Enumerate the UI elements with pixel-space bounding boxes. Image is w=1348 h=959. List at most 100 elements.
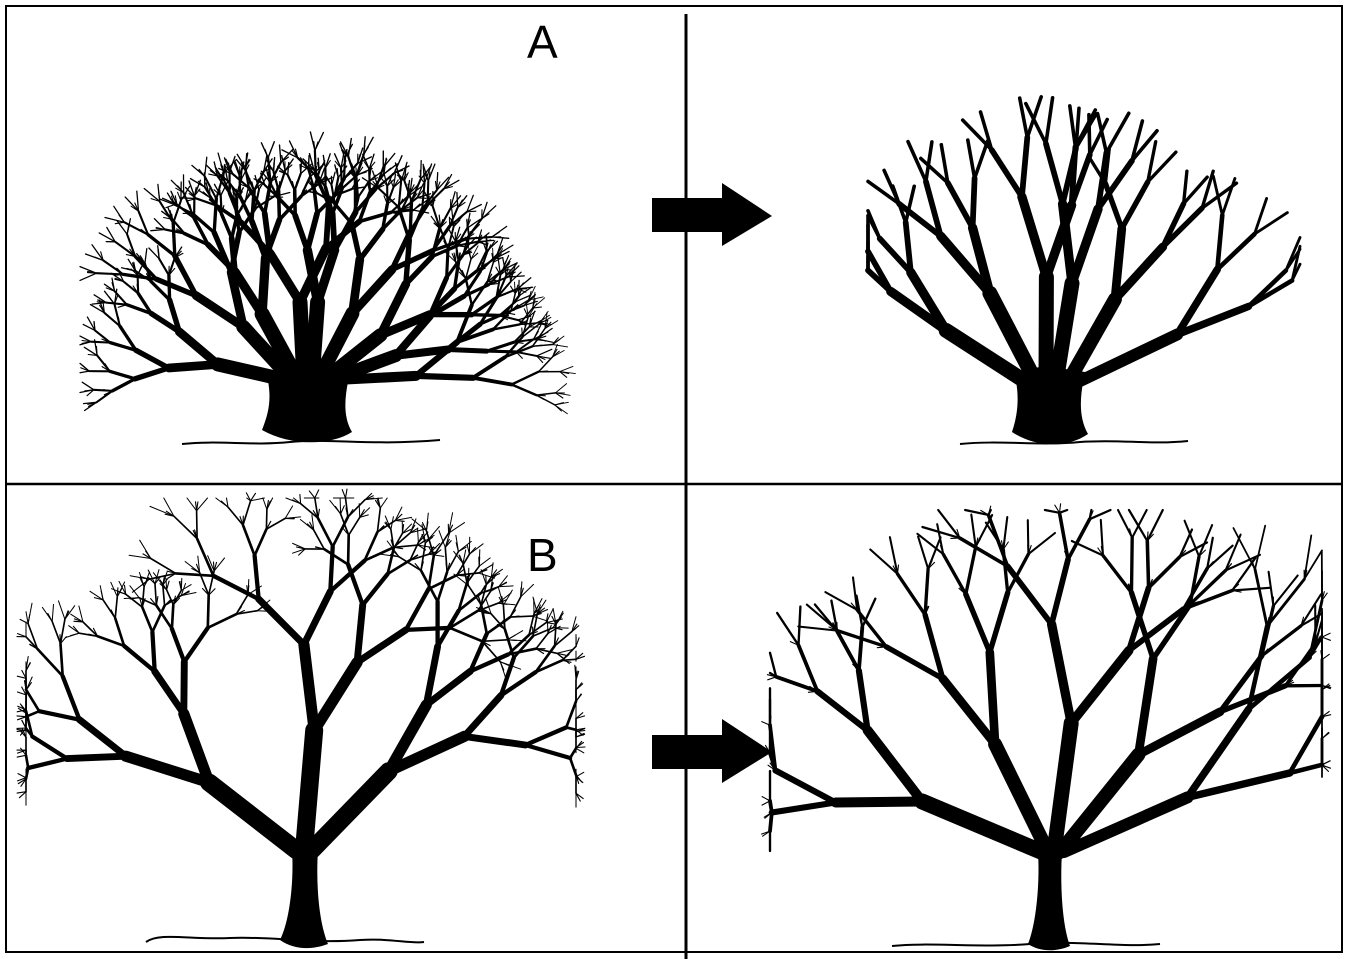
branch <box>1321 636 1331 641</box>
branch <box>902 219 914 276</box>
branch <box>502 619 506 630</box>
branch <box>471 375 514 387</box>
branch <box>559 371 568 378</box>
branch <box>158 191 161 202</box>
branch <box>1067 204 1103 288</box>
branch <box>855 600 858 611</box>
branch <box>136 291 153 316</box>
shrub-a-before <box>79 131 576 415</box>
right-arrow-icon <box>652 719 772 783</box>
branch <box>205 241 238 275</box>
branch <box>896 200 944 239</box>
branch <box>412 203 421 211</box>
branch <box>213 561 218 572</box>
branch <box>100 251 104 261</box>
branch <box>1064 550 1069 561</box>
branch <box>467 584 482 606</box>
branch <box>465 258 472 280</box>
branch <box>126 224 130 235</box>
branch <box>431 205 441 230</box>
branch <box>397 180 403 209</box>
branch <box>407 183 411 194</box>
branch <box>129 585 140 599</box>
branch <box>544 321 552 330</box>
branch <box>510 370 540 386</box>
branch <box>1300 616 1305 627</box>
branch <box>523 742 573 761</box>
branch <box>1246 278 1295 309</box>
branch <box>419 569 439 603</box>
branch <box>527 310 536 318</box>
branch <box>364 495 374 501</box>
branch <box>832 622 838 632</box>
branch <box>121 272 159 281</box>
branch <box>855 667 871 734</box>
branch <box>470 245 479 260</box>
branch <box>1251 560 1256 570</box>
branch <box>457 199 463 209</box>
branch <box>564 726 578 732</box>
branch <box>462 242 479 256</box>
branch <box>855 608 888 649</box>
branch <box>1134 654 1158 760</box>
branch <box>389 553 400 558</box>
branch <box>1089 510 1094 520</box>
branch <box>418 175 426 184</box>
branch <box>499 268 509 276</box>
branch <box>117 304 128 308</box>
branch <box>561 658 577 662</box>
branch <box>36 647 65 678</box>
branch <box>168 267 176 276</box>
branch <box>253 183 262 192</box>
branch <box>208 199 217 206</box>
branch <box>207 555 215 572</box>
branch <box>575 746 586 749</box>
branch <box>278 144 282 163</box>
branch <box>163 497 175 517</box>
branch <box>416 197 427 199</box>
branch <box>191 567 201 574</box>
branch <box>171 218 186 235</box>
branch <box>466 194 474 213</box>
branch <box>276 187 279 198</box>
branch <box>481 201 488 220</box>
branch <box>1102 180 1125 232</box>
branch <box>88 633 99 637</box>
branch <box>342 527 350 536</box>
branch <box>202 191 211 199</box>
branch <box>158 257 170 277</box>
branch <box>386 179 395 187</box>
branch <box>1004 563 1055 628</box>
branch <box>958 536 1010 568</box>
branch <box>364 497 383 501</box>
branch <box>496 246 502 256</box>
branch <box>211 573 261 602</box>
branch <box>262 180 273 216</box>
branch <box>937 508 961 540</box>
branch <box>390 516 394 531</box>
branch <box>1127 583 1133 594</box>
branch <box>1146 531 1149 542</box>
branch <box>499 661 505 671</box>
branch <box>772 767 839 806</box>
branch <box>226 166 234 175</box>
branch <box>155 596 159 607</box>
branch <box>515 338 535 353</box>
branch <box>163 228 186 235</box>
branch <box>24 688 41 713</box>
branch <box>16 716 27 721</box>
branch <box>188 180 196 197</box>
branch <box>1027 544 1029 555</box>
branch <box>145 550 152 560</box>
branch <box>264 148 269 159</box>
branch <box>938 323 1034 390</box>
branch <box>306 523 315 531</box>
branch <box>196 501 199 512</box>
branch <box>520 583 535 598</box>
branch <box>556 652 567 656</box>
branch <box>269 173 275 183</box>
branch <box>304 165 315 170</box>
branch <box>1321 632 1331 638</box>
branch <box>57 600 66 620</box>
branch <box>304 210 320 253</box>
